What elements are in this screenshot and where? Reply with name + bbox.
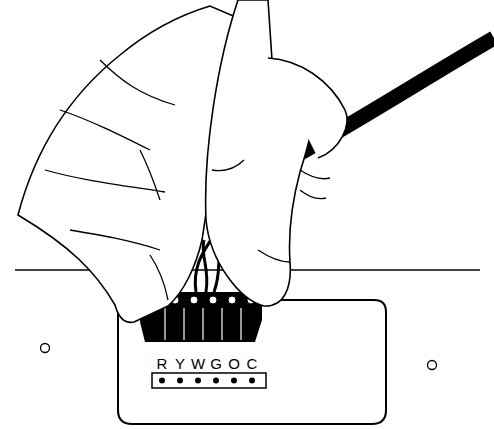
pin-strip xyxy=(152,373,266,388)
right-hand xyxy=(206,0,313,306)
terminal-label: W xyxy=(191,356,205,372)
left-hand-creases xyxy=(45,60,175,300)
terminal-label: Y xyxy=(175,356,185,372)
terminal-label: O xyxy=(228,356,240,372)
right-hand-creases xyxy=(212,160,330,262)
left-hand xyxy=(18,6,238,322)
terminal-ridges xyxy=(165,308,241,340)
terminal-label: C xyxy=(247,356,258,372)
terminal-label: G xyxy=(210,356,222,372)
mount-hole xyxy=(428,361,437,370)
terminal-label: R xyxy=(157,356,168,372)
right-hand-back xyxy=(268,58,347,158)
pin-dots xyxy=(159,378,255,384)
mount-hole xyxy=(41,344,50,353)
